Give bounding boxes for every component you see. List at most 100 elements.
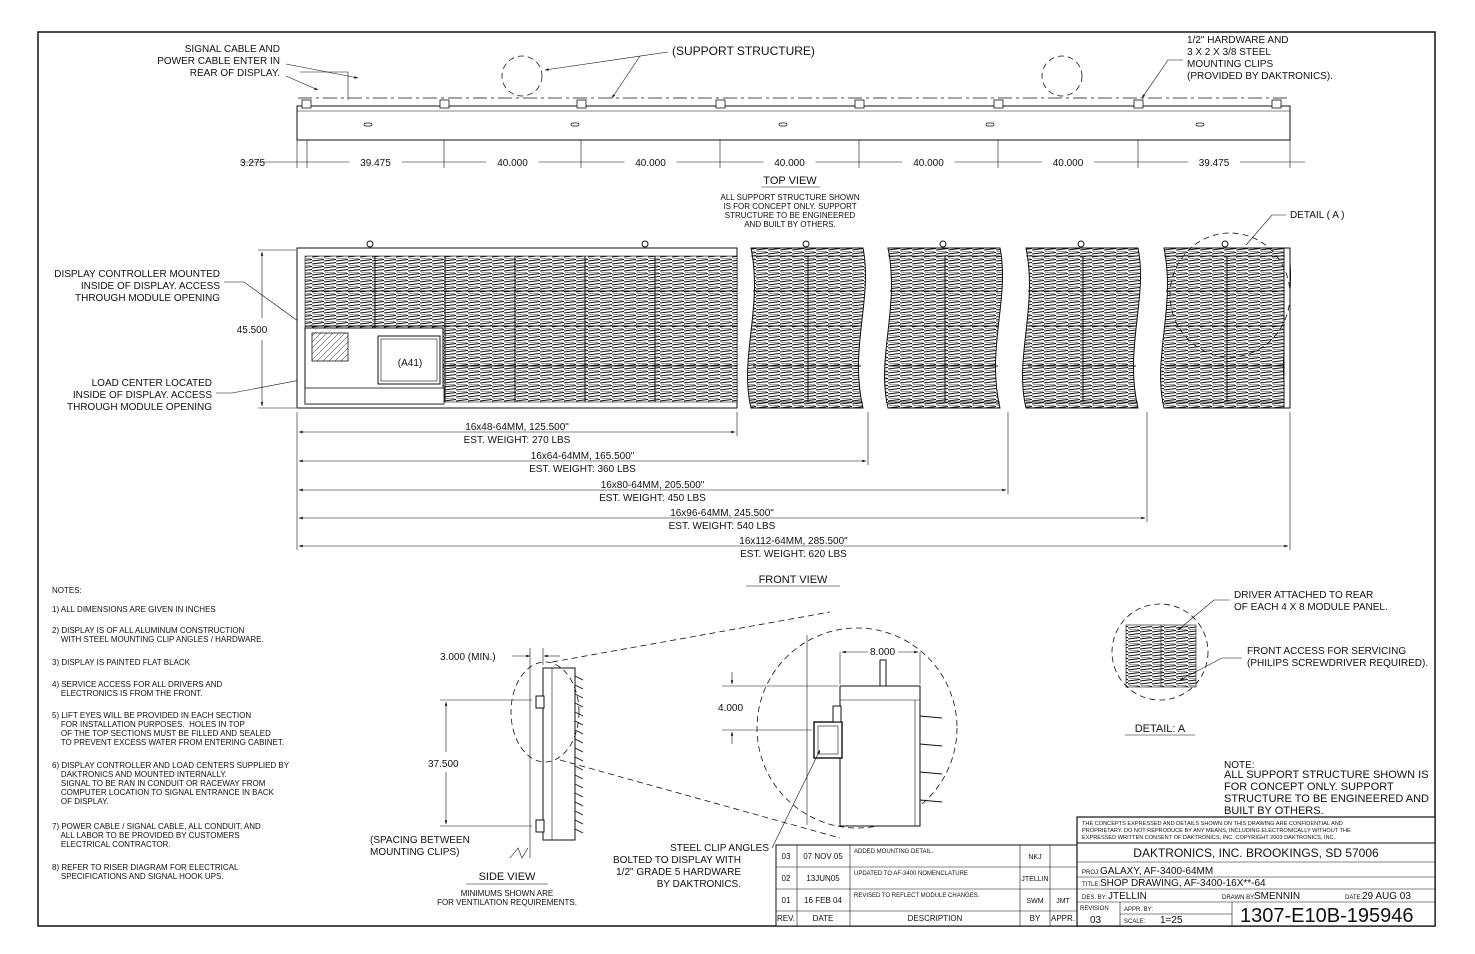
des-label: DES. BY: — [1082, 895, 1107, 901]
driver-callout-1: DRIVER ATTACHED TO REAR — [1234, 590, 1373, 601]
side-min-dim: 3.000 (MIN.) — [440, 652, 496, 663]
note-7-line-1: 7) POWER CABLE / SIGNAL CABLE, ALL CONDU… — [52, 822, 261, 831]
support-pipe-right — [1041, 55, 1083, 97]
display-end-cap — [1283, 247, 1291, 409]
side-louver — [574, 756, 584, 762]
des-value: JTELLIN — [1108, 891, 1147, 902]
date-value: 29 AUG 03 — [1362, 891, 1411, 902]
side-louver — [574, 765, 584, 771]
zoom-lift-eye — [879, 659, 887, 687]
revision-value: 03 — [1090, 915, 1102, 926]
note-5-line-2: FOR INSTALLATION PURPOSES. HOLES IN TOP — [52, 720, 245, 729]
height-dim-text: 45.500 — [237, 325, 268, 336]
note-5-line-3: OF THE TOP SECTIONS MUST BE FILLED AND S… — [52, 729, 271, 738]
size-weight-2: EST. WEIGHT: 450 LBS — [599, 493, 706, 504]
title-block-frame — [1076, 816, 1436, 927]
side-louver — [574, 693, 584, 699]
hardware-callout: 1/2" HARDWARE AND 3 X 2 X 3/8 STEEL MOUN… — [1141, 35, 1333, 99]
dim-text-2: 40.000 — [497, 158, 528, 169]
size-weight-1: EST. WEIGHT: 360 LBS — [529, 464, 636, 475]
notes-heading: NOTES: — [52, 586, 82, 595]
note-6-line-5: OF DISPLAY. — [52, 797, 109, 806]
support-leader-2 — [611, 55, 641, 99]
front-view-title: FRONT VIEW — [759, 574, 828, 586]
detail-a-title: DETAIL: A — [1135, 723, 1186, 735]
signal-callout-line-2: POWER CABLE ENTER IN — [157, 56, 280, 67]
side-louver — [574, 828, 584, 834]
zoom-louver — [919, 771, 943, 775]
note-3-line-1: 3) DISPLAY IS PAINTED FLAT BLACK — [52, 658, 191, 667]
rev-row-2-by: SWM — [1026, 898, 1043, 905]
size-label-1: 16x64-64MM, 165.500" — [531, 451, 635, 462]
side-break-mark — [509, 847, 529, 859]
load-callout-line-3: THROUGH MODULE OPENING — [67, 402, 212, 413]
rev-header-desc: DESCRIPTION — [908, 914, 963, 923]
load-callout-line-2: INSIDE OF DISPLAY. ACCESS — [73, 390, 212, 401]
dim-text-bg — [763, 155, 816, 168]
mounting-clip — [993, 99, 1004, 109]
mounting-clip — [854, 99, 865, 109]
load-center-inner — [380, 338, 438, 382]
clip-callout-4: BY DAKTRONICS. — [657, 879, 741, 890]
top-slot — [985, 122, 995, 127]
size-label-3: 16x96-64MM, 245.500" — [670, 508, 774, 519]
zoom-louvers — [919, 715, 943, 803]
side-louver — [574, 684, 584, 690]
support-structure-label: (SUPPORT STRUCTURE) — [672, 44, 815, 58]
clip-callout-1: STEEL CLIP ANGLES — [670, 843, 769, 854]
side-louver — [574, 747, 584, 753]
detail-a: DRIVER ATTACHED TO REAR OF EACH 4 X 8 MO… — [1111, 590, 1428, 736]
proj-label: PROJ: — [1082, 870, 1100, 876]
dim-text-bg — [1188, 155, 1240, 168]
title-block: THE CONCEPTS EXPRESSED AND DETAILS SHOWN… — [1076, 816, 1436, 927]
zoom-dim-8: 8.000 — [870, 647, 895, 658]
revision-label: REVISION — [1080, 906, 1109, 912]
controller-cutout: (A41) — [304, 332, 445, 405]
height-dimension: 45.500 — [237, 249, 296, 409]
signal-arrow — [285, 63, 359, 79]
appr-label: APPR. BY: — [1124, 907, 1153, 913]
note-4-line-1: 4) SERVICE ACCESS FOR ALL DRIVERS AND — [52, 680, 223, 689]
drawn-value: SMENNIN — [1254, 891, 1300, 902]
note-1-line-1: 1) ALL DIMENSIONS ARE GIVEN IN INCHES — [52, 605, 216, 614]
side-louver — [574, 774, 584, 780]
module-tag: (A41) — [398, 358, 422, 369]
rev-row-2-rev: 01 — [782, 896, 791, 905]
top-slot — [363, 122, 373, 127]
display-section-3-lift-eye — [939, 240, 947, 248]
rev-row-0-date: 07 NOV 05 — [803, 852, 843, 861]
clip-angle-callout: STEEL CLIP ANGLES BOLTED TO DISPLAY WITH… — [613, 749, 821, 890]
top-view: SIGNAL CABLE AND POWER CABLE ENTER IN RE… — [157, 35, 1333, 229]
display-top-outline — [296, 105, 1291, 141]
controller-panel — [311, 332, 349, 362]
side-clip-bottom — [535, 819, 545, 833]
power-arrow — [285, 75, 319, 91]
zoom-louver — [919, 715, 943, 719]
confidential-line-3: EXPRESSED WRITTEN CONSENT OF DAKTRONICS,… — [1082, 835, 1336, 841]
front-view: DISPLAY CONTROLLER MOUNTED INSIDE OF DIS… — [54, 210, 1344, 587]
support-note-block: NOTE: ALL SUPPORT STRUCTURE SHOWN IS FOR… — [1224, 760, 1429, 817]
rev-header-appr: APPR. — [1051, 914, 1075, 923]
controller-callout-line-3: THROUGH MODULE OPENING — [75, 293, 220, 304]
proj-value: GALAXY, AF-3400-64MM — [1100, 866, 1213, 877]
support-structure-callout: (SUPPORT STRUCTURE) — [501, 44, 1083, 99]
size-weight-4: EST. WEIGHT: 620 LBS — [740, 549, 847, 560]
dim-text-6: 40.000 — [1053, 158, 1084, 169]
display-sections — [296, 240, 1291, 409]
top-view-title: TOP VIEW — [763, 175, 817, 187]
mounting-clip — [715, 99, 726, 109]
detail-a-view-circle — [1111, 603, 1209, 701]
dim-text-bg — [1042, 155, 1094, 168]
side-louver — [574, 792, 584, 798]
side-louver — [574, 702, 584, 708]
zoom-clip-inner — [817, 725, 839, 755]
support-note-heading: NOTE: — [1224, 760, 1255, 771]
size-weight-3: EST. WEIGHT: 540 LBS — [669, 521, 776, 532]
rev-row-2-desc: REVISED TO REFLECT MODULE CHANGES. — [854, 893, 980, 899]
controller-callout: DISPLAY CONTROLLER MOUNTED INSIDE OF DIS… — [54, 269, 339, 351]
side-louver — [574, 738, 584, 744]
display-section-4-lift-eye — [1077, 240, 1085, 248]
